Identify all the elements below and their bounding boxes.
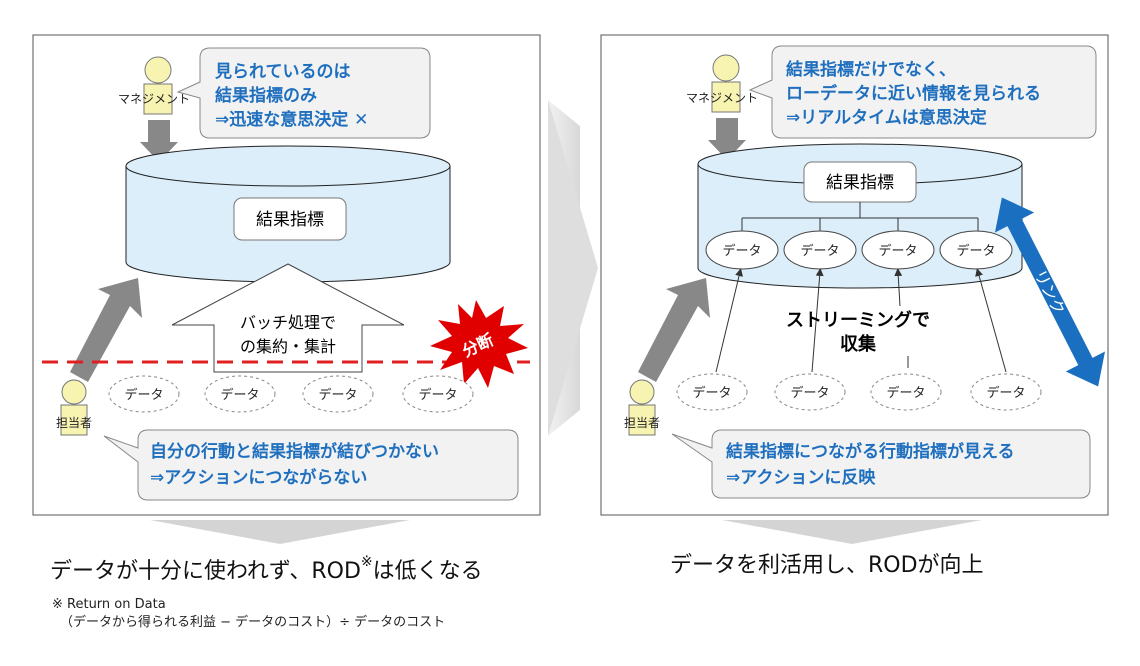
right-top-bubble-line-3: ⇒リアルタイムは意思決定 [786,107,987,128]
left-down-arrow [140,120,178,162]
left-result-box [233,197,347,241]
right-top-bubble-line-1: 結果指標だけでなく、 [786,59,956,80]
right-inner-data: データ データ データ データ [705,230,1013,270]
right-data-ellipse [870,373,942,411]
left-staff-person-icon [60,379,88,436]
left-data-ellipse [302,375,374,413]
left-data-ellipse [402,375,474,413]
left-data-label: データ [124,387,163,403]
left-diagonal-arrow [70,278,142,382]
left-caption: データが十分に使われず、ROD※は低くなる [50,554,483,584]
right-data-ellipse [676,373,748,411]
left-caption-mark: ※ [361,554,373,570]
right-management-label: マネジメント [686,91,758,105]
left-data-label: データ [318,387,357,403]
right-top-bubble [748,45,1097,139]
left-top-bubble-line-3: ⇒迅速な意思決定 ✕ [215,109,368,130]
right-inner-data-label: データ [722,243,761,259]
right-diagonal-arrow [638,278,710,382]
right-streaming-arrows [715,268,1007,373]
right-result-label: 結果指標 [826,173,894,193]
footnote-line-1: ※ Return on Data [52,597,166,612]
left-panel: マネジメント 見られているのは 結果指標のみ ⇒迅速な意思決定 ✕ 結果指標 バ… [32,34,541,516]
right-inner-data-label: データ [956,243,995,259]
right-result-chevron [722,520,982,544]
right-streaming-line-2: 収集 [840,333,877,355]
right-data-ellipse [970,373,1042,411]
right-data-label: データ [692,385,731,401]
right-data-label: データ [886,385,925,401]
footnote-line-2: （データから得られる利益 − データのコスト）÷ データのコスト [60,614,445,630]
right-panel: マネジメント 結果指標だけでなく、 ローデータに近い情報を見られる ⇒リアルタイ… [600,34,1109,516]
right-bottom-bubble-line-2: ⇒アクションに反映 [726,467,876,488]
left-batch-line-2: の集約・集計 [240,337,336,356]
right-streaming-line-1: ストリーミングで [786,309,930,331]
left-caption-tail: は低くなる [373,559,483,584]
left-management-label: マネジメント [118,92,190,106]
right-caption: データを利活用し、RODが向上 [670,553,984,578]
left-staff-label: 担当者 [56,416,92,430]
left-bottom-bubble [103,429,519,501]
left-bottom-bubble-line-1: 自分の行動と結果指標が結びつかない [150,441,439,462]
left-top-bubble-line-2: 結果指標のみ [215,85,317,106]
left-top-bubble [176,47,431,139]
left-data-items: データ データ データ データ [108,375,474,413]
right-top-bubble-line-2: ローデータに近い情報を見られる [786,83,1041,104]
right-data-items: データ データ データ データ [676,373,1042,411]
right-staff-person-icon [628,379,656,436]
left-data-ellipse [204,375,276,413]
right-inner-data-label: データ [800,243,839,259]
center-transition-arrow-tip [548,100,598,436]
right-staff-label: 担当者 [624,416,660,430]
left-result-chevron [150,520,410,544]
left-batch-line-1: バッチ処理で [240,313,336,332]
left-batch-arrow [171,263,405,373]
right-data-label: データ [986,385,1025,401]
left-bottom-bubble-line-2: ⇒アクションにつながらない [150,467,367,488]
left-data-ellipse [108,375,180,413]
right-link-double-arrow [994,197,1106,387]
right-tree-connectors [741,202,979,232]
right-bottom-bubble-line-1: 結果指標につながる行動指標が見える [726,441,1015,462]
right-management-person-icon [711,54,741,113]
left-top-bubble-line-1: 見られているのは [214,62,351,82]
right-data-ellipse [774,373,846,411]
left-management-person-icon [143,56,173,115]
left-disconnect-burst [430,300,528,388]
right-down-arrow [708,118,746,160]
left-result-label: 結果指標 [256,210,324,230]
right-data-label: データ [790,385,829,401]
right-inner-data-label: データ [878,243,917,259]
left-caption-main: データが十分に使われず、ROD [50,559,361,584]
left-data-label: データ [220,387,259,403]
left-data-label: データ [418,387,457,403]
right-bottom-bubble [671,429,1091,499]
